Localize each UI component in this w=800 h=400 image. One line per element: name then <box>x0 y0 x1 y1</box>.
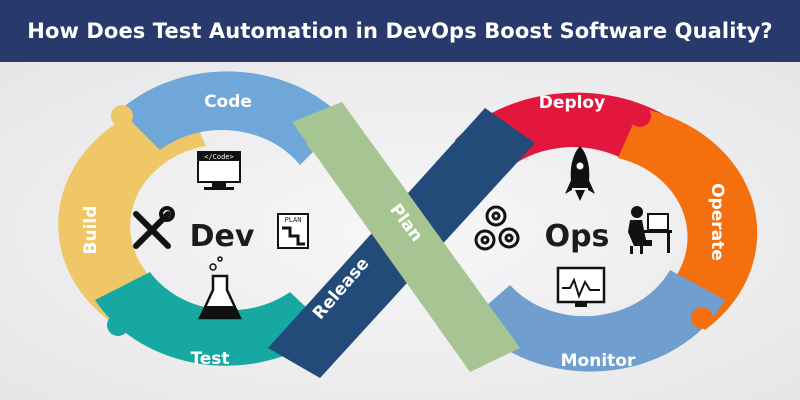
segment-monitor <box>470 270 725 372</box>
knob <box>107 314 129 336</box>
label-code: Code <box>204 92 252 112</box>
segment-code <box>120 71 345 165</box>
label-operate: Operate <box>707 183 727 261</box>
plan-board-text: PLAN <box>285 216 302 224</box>
page-title: How Does Test Automation in DevOps Boost… <box>27 19 773 43</box>
hub-dev: Dev <box>190 219 255 254</box>
plan-board-icon: PLAN <box>277 213 309 249</box>
knob <box>111 105 133 127</box>
infinity-loop: Code Build Test Plan Release Deploy Oper… <box>58 71 758 378</box>
segment-operate <box>618 108 758 330</box>
gears-icon <box>474 205 520 251</box>
label-deploy: Deploy <box>539 93 605 113</box>
knob <box>629 105 651 127</box>
devops-diagram: Code Build Test Plan Release Deploy Oper… <box>0 62 800 400</box>
label-build: Build <box>81 206 101 255</box>
code-monitor-icon: </Code> <box>197 151 241 190</box>
tools-icon <box>133 206 175 249</box>
segment-build <box>58 98 207 328</box>
rocket-icon <box>565 146 595 201</box>
label-test: Test <box>190 349 229 369</box>
monitoring-screen-icon <box>556 266 606 307</box>
title-banner: How Does Test Automation in DevOps Boost… <box>0 0 800 62</box>
flask-icon <box>198 256 242 320</box>
segment-plan <box>292 102 520 372</box>
code-screen-text: </Code> <box>204 153 234 161</box>
knob <box>479 325 501 347</box>
operator-at-desk-icon <box>628 206 672 254</box>
label-monitor: Monitor <box>561 351 636 371</box>
knob <box>307 131 329 153</box>
hub-ops: Ops <box>545 219 610 254</box>
knob <box>691 307 713 329</box>
